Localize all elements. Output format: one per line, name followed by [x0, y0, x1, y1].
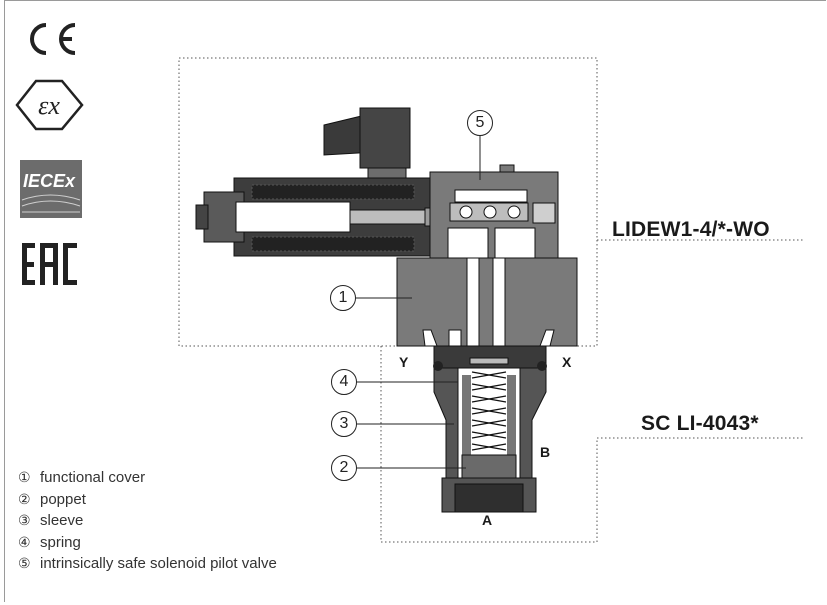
legend-item: ① functional cover: [18, 467, 277, 489]
legend-number: ⑤: [18, 555, 31, 572]
legend-item: ④ spring: [18, 532, 277, 554]
legend-number: ②: [18, 490, 31, 507]
legend-number: ③: [18, 512, 31, 529]
upper-valve-label: LIDEW1-4/*-WO: [612, 218, 770, 241]
page-frame: [4, 0, 826, 602]
legend-text: spring: [40, 533, 81, 551]
callout-2: 2: [331, 455, 357, 481]
cartridge-assembly: [433, 345, 547, 513]
callout-1: 1: [330, 285, 356, 311]
legend-item: ⑤ intrinsically safe solenoid pilot valve: [18, 553, 277, 575]
port-x-label: X: [562, 354, 572, 370]
pilot-valve-outline: [178, 57, 598, 347]
svg-text:IECEx: IECEx: [23, 171, 76, 191]
iecex-logo-icon: IECEx: [20, 160, 82, 218]
port-a-label: A: [482, 512, 493, 528]
callout-4: 4: [331, 369, 357, 395]
legend-text: poppet: [40, 490, 86, 508]
ex-mark-icon: εx: [15, 79, 84, 131]
port-y-label: Y: [399, 354, 409, 370]
parts-legend: ① functional cover ② poppet ③ sleeve ④ sprin…: [18, 467, 277, 575]
pilot-valve-body: [429, 164, 559, 259]
functional-cover: [396, 257, 578, 347]
legend-item: ③ sleeve: [18, 510, 277, 532]
electrical-connector: [323, 107, 411, 185]
legend-text: intrinsically safe solenoid pilot valve: [40, 555, 277, 573]
cartridge-outline: [380, 346, 805, 543]
ce-mark-icon: [30, 23, 76, 55]
solenoid-coil: [195, 177, 446, 257]
port-b-label: B: [540, 444, 551, 460]
eac-mark-icon: [22, 243, 77, 285]
legend-text: functional cover: [40, 469, 146, 486]
callout-5: 5: [467, 110, 493, 136]
svg-text:εx: εx: [38, 91, 60, 120]
legend-number: ④: [18, 533, 31, 550]
legend-item: ② poppet: [18, 489, 277, 511]
legend-number: ①: [18, 469, 31, 485]
leader-lines: [356, 135, 481, 469]
callout-3: 3: [331, 411, 357, 437]
legend-text: sleeve: [40, 512, 84, 530]
lower-valve-label: SC LI-4043*: [641, 412, 759, 435]
